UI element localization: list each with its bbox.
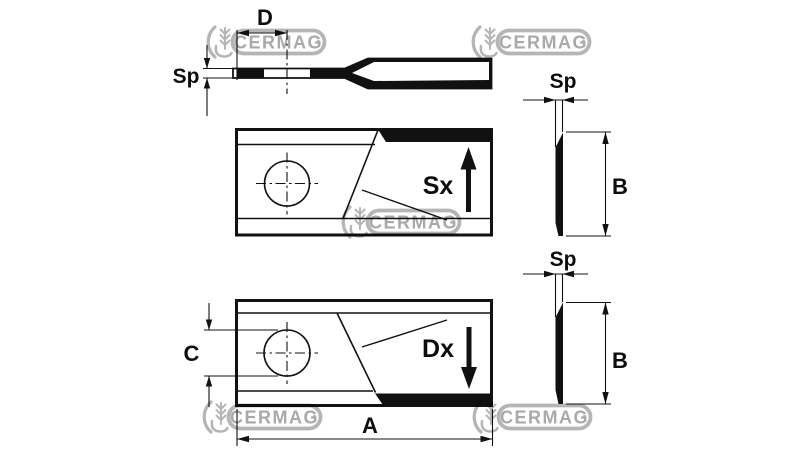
- edge-bottom-section: [555, 302, 563, 404]
- arrowhead-down: [205, 319, 213, 330]
- arrowhead-up: [602, 302, 609, 315]
- profile-white-interior: [352, 62, 489, 81]
- cermag-watermark: CERMAG: [471, 25, 592, 59]
- sx-rotation-arrow-up: [460, 147, 477, 212]
- dx-bevel-diagonal: [336, 312, 377, 393]
- arrowhead-up: [602, 132, 609, 144]
- sx-direction-label: Sx: [423, 172, 454, 200]
- dim-label-c: C: [184, 341, 200, 366]
- arrowhead-left: [562, 270, 574, 278]
- watermark-brand-text: CERMAG: [499, 33, 588, 53]
- arrowhead-down: [602, 392, 609, 404]
- dim-label-b-bottom: B: [612, 348, 628, 373]
- watermark-brand-text: CERMAG: [230, 408, 319, 428]
- dim-label-sp-profile: Sp: [173, 65, 200, 88]
- sx-hole-centerlines: [256, 152, 318, 215]
- profile-side-view: Sp D: [173, 5, 493, 116]
- dx-cutting-edge-band: [375, 393, 491, 405]
- cermag-watermark: CERMAG: [202, 400, 323, 434]
- edge-top-sp-extensions: [554, 100, 564, 147]
- sx-bevel-diagonal: [342, 129, 379, 219]
- watermarks: CERMAG CERMAG CERMAG CERMAG CERMAG: [202, 25, 593, 434]
- dx-blade-view: Dx C A: [184, 299, 494, 446]
- cermag-watermark: CERMAG: [206, 25, 327, 59]
- edge-view-bottom: Sp B: [523, 248, 628, 405]
- watermark-brand-text: CERMAG: [234, 33, 323, 53]
- dx-pointer-line: [361, 319, 448, 348]
- arrowhead-right: [544, 96, 556, 104]
- dim-label-d: D: [257, 5, 273, 30]
- arrowhead-up: [203, 78, 211, 89]
- edge-top-b-extensions: [566, 131, 611, 237]
- dim-label-sp-bottom: Sp: [550, 248, 577, 271]
- watermark-brand-text: CERMAG: [369, 213, 458, 233]
- edge-bottom-b-extensions: [566, 301, 611, 405]
- sx-cutting-edge-band: [377, 128, 491, 142]
- dim-label-a: A: [362, 413, 378, 438]
- dx-hole-centerlines: [256, 322, 318, 384]
- watermark-brand-text: CERMAG: [500, 408, 589, 428]
- cermag-watermark: CERMAG: [472, 400, 593, 434]
- arrowhead-left: [237, 435, 249, 443]
- dx-rotation-arrow-down: [461, 327, 477, 389]
- sp-extension-lines: [203, 67, 234, 79]
- edge-view-top: Sp B: [523, 70, 628, 237]
- arrowhead-up: [205, 376, 213, 387]
- edge-top-section: [555, 132, 563, 236]
- arrowhead-left: [562, 96, 574, 104]
- arrowhead-right: [544, 270, 556, 278]
- dim-label-b-top: B: [612, 174, 628, 199]
- dx-blade-outline: [235, 299, 493, 407]
- sx-pointer-line: [361, 189, 448, 221]
- arrowhead-down: [602, 224, 609, 236]
- profile-black-segment: [237, 68, 264, 78]
- arrowhead-down: [203, 58, 211, 69]
- cermag-watermark: CERMAG: [341, 205, 462, 239]
- edge-bottom-sp-extensions: [554, 274, 564, 317]
- dx-direction-label: Dx: [422, 335, 454, 363]
- arrowhead-right: [480, 435, 493, 443]
- dim-label-sp-top: Sp: [550, 70, 577, 93]
- c-extension-lines: [204, 329, 278, 377]
